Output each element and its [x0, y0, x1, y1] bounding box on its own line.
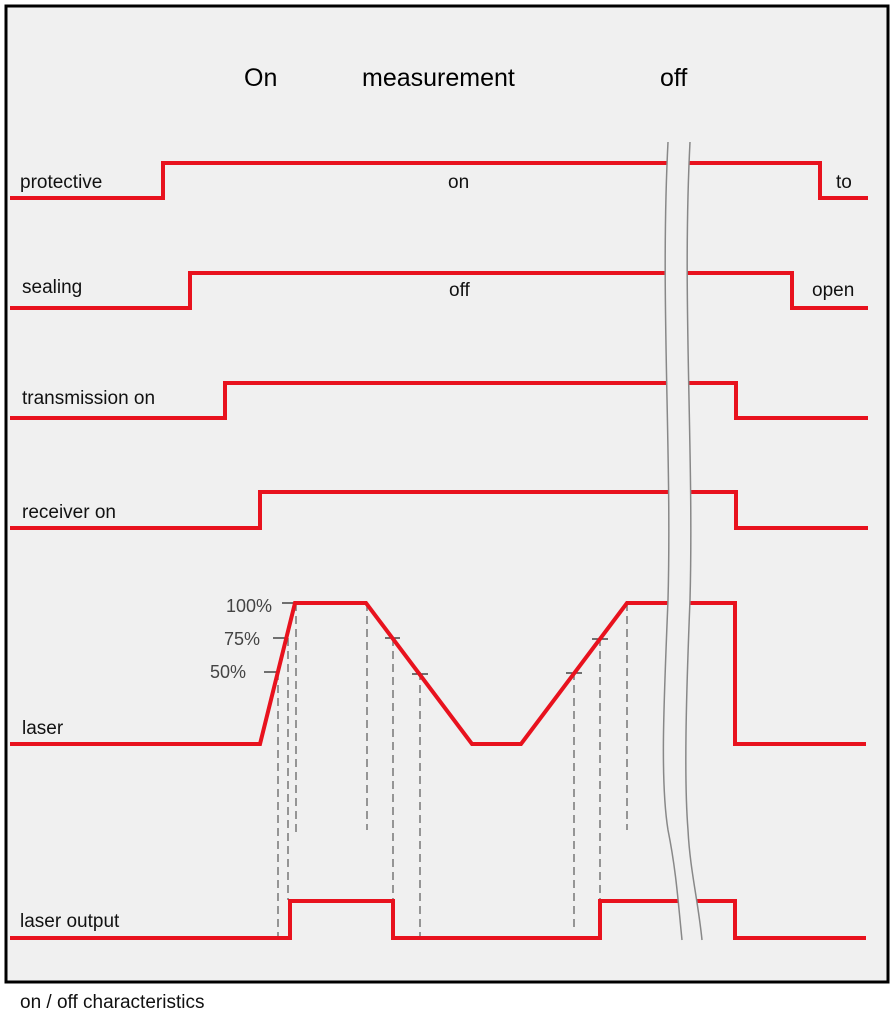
phase-off-label: off: [660, 64, 687, 92]
protective-label: protective: [20, 172, 102, 193]
protective-on-state: on: [448, 172, 469, 193]
transmission-signal: [10, 381, 868, 420]
transmission-label: transmission on: [22, 388, 155, 409]
phase-on-label: On: [244, 64, 277, 92]
sealing-label: sealing: [22, 277, 82, 298]
level-50-label: 50%: [210, 662, 246, 682]
sealing-off-state: off: [449, 280, 471, 301]
receiver-signal: [10, 490, 868, 530]
receiver-label: receiver on: [22, 502, 116, 523]
laser-output-signal: [10, 899, 866, 940]
level-100-label: 100%: [226, 596, 272, 616]
level-75-label: 75%: [224, 629, 260, 649]
phase-measurement-label: measurement: [362, 64, 515, 92]
diagram-caption: on / off characteristics: [20, 992, 205, 1013]
laser-label: laser: [22, 718, 64, 739]
projection-lines: [277, 603, 628, 940]
protective-to-state: to: [836, 172, 852, 193]
laser-signal: [10, 601, 866, 746]
laser-output-label: laser output: [20, 911, 120, 932]
protective-signal: [10, 161, 868, 200]
time-break-marker: [662, 141, 703, 941]
sealing-signal: [10, 271, 868, 310]
sealing-open-state: open: [812, 280, 854, 301]
